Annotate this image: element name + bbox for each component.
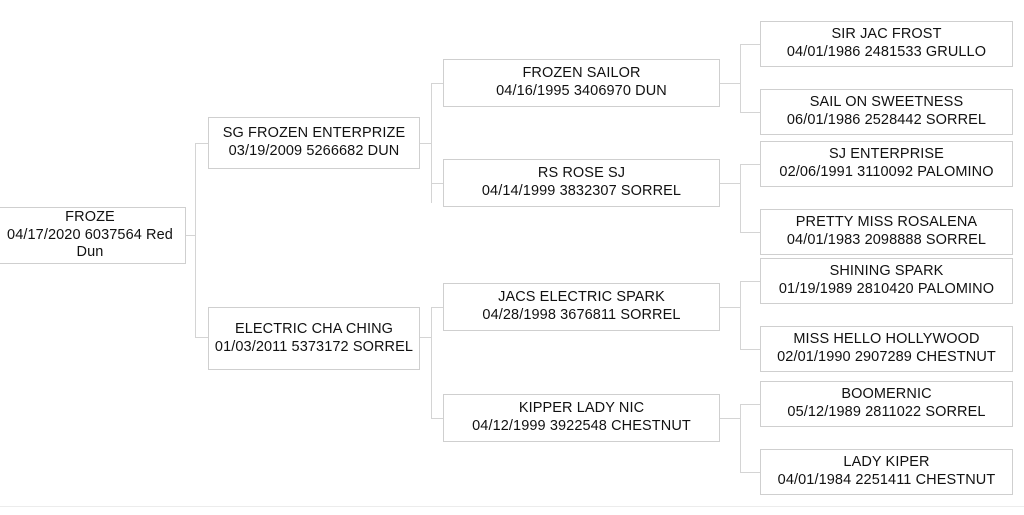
connector-root-stub bbox=[186, 235, 196, 236]
node-details: 04/01/1983 2098888 SORREL bbox=[786, 232, 987, 248]
connector-gen3-0-vertical bbox=[740, 44, 741, 112]
pedigree-node-gen4-2[interactable]: SJ ENTERPRISE 02/06/1991 3110092 PALOMIN… bbox=[760, 141, 1013, 187]
connector-gen3-3-to-gen4-6 bbox=[740, 404, 761, 405]
node-details: 04/01/1984 2251411 CHESTNUT bbox=[777, 472, 996, 488]
pedigree-node-gen4-7[interactable]: LADY KIPER 04/01/1984 2251411 CHESTNUT bbox=[760, 449, 1013, 495]
connector-gen2-1-stub bbox=[420, 337, 432, 338]
node-details: 05/12/1989 2811022 SORREL bbox=[787, 404, 986, 420]
node-name: RS ROSE SJ bbox=[537, 165, 626, 182]
connector-gen3-0-to-gen4-1 bbox=[740, 112, 761, 113]
pedigree-node-gen3-2[interactable]: JACS ELECTRIC SPARK 04/28/1998 3676811 S… bbox=[443, 283, 720, 331]
pedigree-node-gen2-1[interactable]: ELECTRIC CHA CHING 01/03/2011 5373172 SO… bbox=[208, 307, 420, 370]
pedigree-node-gen4-5[interactable]: MISS HELLO HOLLYWOOD 02/01/1990 2907289 … bbox=[760, 326, 1013, 372]
connector-gen2-0-to-gen3-1 bbox=[431, 183, 444, 184]
connector-gen3-0-bridge bbox=[731, 83, 741, 84]
node-name: LADY KIPER bbox=[843, 454, 930, 471]
pedigree-node-gen4-6[interactable]: BOOMERNIC 05/12/1989 2811022 SORREL bbox=[760, 381, 1013, 427]
connector-gen3-1-stub bbox=[720, 183, 732, 184]
node-name: ELECTRIC CHA CHING bbox=[234, 320, 394, 337]
connector-gen3-3-stub bbox=[720, 418, 732, 419]
pedigree-node-gen2-0[interactable]: SG FROZEN ENTERPRIZE 03/19/2009 5266682 … bbox=[208, 117, 420, 169]
pedigree-node-gen4-1[interactable]: SAIL ON SWEETNESS 06/01/1986 2528442 SOR… bbox=[760, 89, 1013, 135]
connector-gen3-0-stub bbox=[720, 83, 732, 84]
node-name: FROZE bbox=[65, 208, 115, 225]
node-name: SIR JAC FROST bbox=[831, 26, 942, 43]
pedigree-node-gen1-0[interactable]: FROZE 04/17/2020 6037564 Red Dun bbox=[0, 207, 186, 264]
node-name: SJ ENTERPRISE bbox=[829, 146, 944, 163]
pedigree-node-gen3-3[interactable]: KIPPER LADY NIC 04/12/1999 3922548 CHEST… bbox=[443, 394, 720, 442]
node-details: 03/19/2009 5266682 DUN bbox=[228, 143, 400, 159]
pedigree-node-gen3-0[interactable]: FROZEN SAILOR 04/16/1995 3406970 DUN bbox=[443, 59, 720, 107]
connector-gen3-0-to-gen4-0 bbox=[740, 44, 761, 45]
node-details: 04/12/1999 3922548 CHESTNUT bbox=[472, 418, 691, 434]
connector-gen3-2-vertical bbox=[740, 281, 741, 349]
node-details: 04/16/1995 3406970 DUN bbox=[496, 83, 667, 99]
node-name: SHINING SPARK bbox=[829, 263, 944, 280]
node-name: FROZEN SAILOR bbox=[522, 65, 641, 82]
node-name: SG FROZEN ENTERPRIZE bbox=[222, 125, 406, 142]
footer-divider bbox=[0, 506, 1024, 507]
connector-gen3-1-to-gen4-2 bbox=[740, 164, 761, 165]
connector-gen3-2-stub bbox=[720, 307, 732, 308]
node-name: BOOMERNIC bbox=[841, 386, 932, 403]
connector-root-to-gen2-1 bbox=[195, 337, 209, 338]
connector-gen2-0-stub bbox=[420, 143, 432, 144]
node-name: SAIL ON SWEETNESS bbox=[809, 94, 964, 111]
pedigree-node-gen4-3[interactable]: PRETTY MISS ROSALENA 04/01/1983 2098888 … bbox=[760, 209, 1013, 255]
pedigree-node-gen4-4[interactable]: SHINING SPARK 01/19/1989 2810420 PALOMIN… bbox=[760, 258, 1013, 304]
node-details: 02/06/1991 3110092 PALOMINO bbox=[779, 164, 994, 180]
connector-gen3-1-to-gen4-3 bbox=[740, 232, 761, 233]
node-details: 04/17/2020 6037564 Red Dun bbox=[7, 226, 173, 261]
connector-gen2-1-to-gen3-2 bbox=[431, 307, 444, 308]
node-name: KIPPER LADY NIC bbox=[518, 400, 645, 417]
connector-gen3-3-to-gen4-7 bbox=[740, 472, 761, 473]
connector-gen2-0-vertical bbox=[431, 83, 432, 203]
pedigree-node-gen3-1[interactable]: RS ROSE SJ 04/14/1999 3832307 SORREL bbox=[443, 159, 720, 207]
connector-root-to-gen2-0 bbox=[195, 143, 209, 144]
node-details: 04/28/1998 3676811 SORREL bbox=[482, 307, 681, 323]
connector-gen3-2-bridge bbox=[731, 307, 741, 308]
node-details: 02/01/1990 2907289 CHESTNUT bbox=[777, 349, 996, 365]
connector-gen3-3-bridge bbox=[731, 418, 741, 419]
node-details: 01/19/1989 2810420 PALOMINO bbox=[778, 281, 995, 297]
connector-gen3-3-vertical bbox=[740, 404, 741, 472]
connector-gen3-2-to-gen4-4 bbox=[740, 281, 761, 282]
node-details: 06/01/1986 2528442 SORREL bbox=[786, 112, 987, 128]
node-details: 01/03/2011 5373172 SORREL bbox=[214, 338, 414, 355]
connector-gen3-1-bridge bbox=[731, 183, 741, 184]
node-details: 04/14/1999 3832307 SORREL bbox=[481, 183, 682, 199]
connector-gen3-2-to-gen4-5 bbox=[740, 349, 761, 350]
connector-gen2-1-to-gen3-3 bbox=[431, 418, 444, 419]
node-details: 04/01/1986 2481533 GRULLO bbox=[786, 44, 987, 60]
connector-gen3-1-vertical bbox=[740, 164, 741, 232]
node-name: PRETTY MISS ROSALENA bbox=[795, 214, 978, 231]
node-name: JACS ELECTRIC SPARK bbox=[498, 289, 665, 306]
node-name: MISS HELLO HOLLYWOOD bbox=[793, 331, 980, 348]
connector-gen2-1-vertical bbox=[431, 307, 432, 418]
connector-root-vertical bbox=[195, 143, 196, 337]
connector-gen2-0-to-gen3-0 bbox=[431, 83, 444, 84]
pedigree-node-gen4-0[interactable]: SIR JAC FROST 04/01/1986 2481533 GRULLO bbox=[760, 21, 1013, 67]
